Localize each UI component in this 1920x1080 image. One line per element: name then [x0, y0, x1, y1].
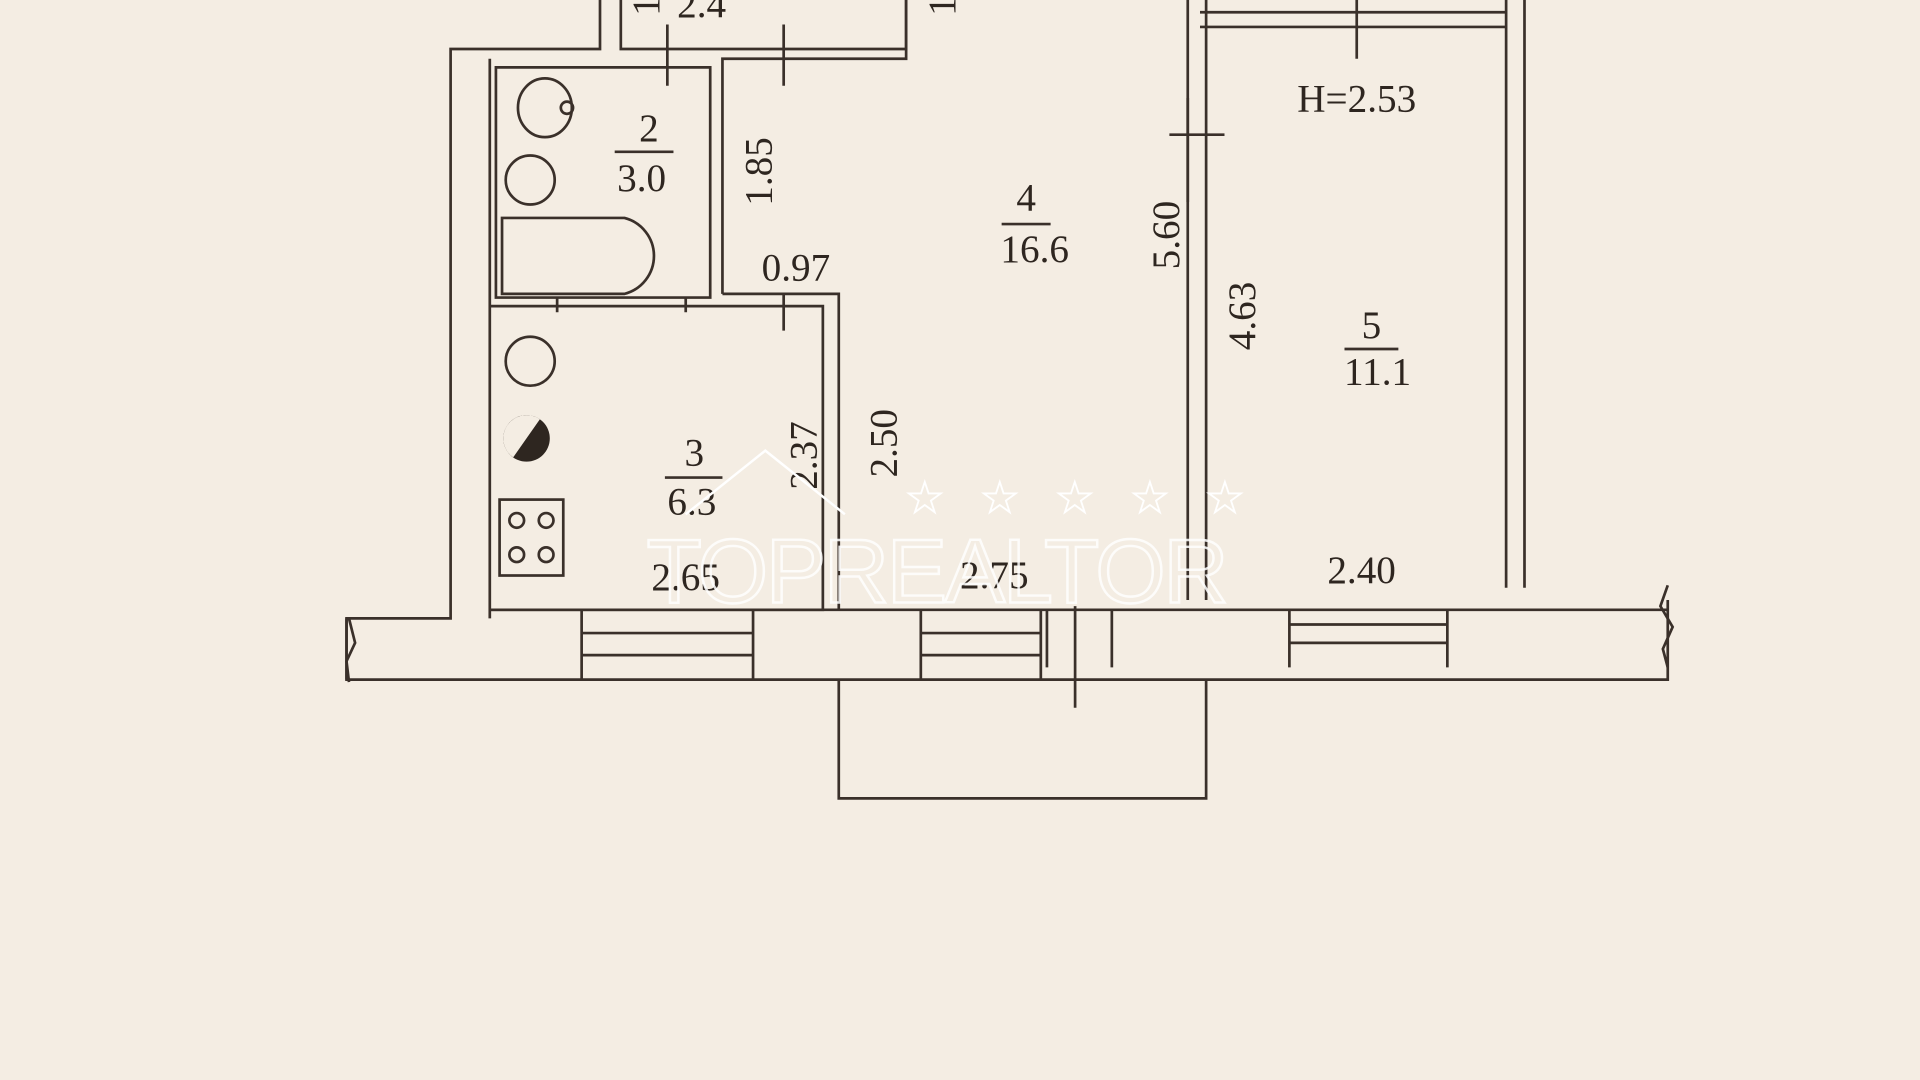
house-logo-icon [684, 449, 846, 516]
watermark: ★ ★ ★ ★ ★ TOPREALTOR [645, 449, 1256, 624]
stove-icon [498, 498, 565, 577]
svg-text:2.75: 2.75 [960, 554, 1029, 597]
svg-text:2.40: 2.40 [1327, 549, 1396, 592]
top-dim-right: 1 [921, 0, 964, 16]
top-dim-left: 1 [625, 0, 668, 16]
toilet-icon [516, 77, 574, 139]
room-3-label: 3 6.3 [664, 431, 723, 523]
kitchen-sink-icon [504, 335, 557, 388]
room-4-label: 4 16.6 [1000, 177, 1069, 271]
room-2-label: 2 3.0 [614, 107, 674, 200]
svg-text:★ ★ ★ ★ ★: ★ ★ ★ ★ ★ [906, 473, 1256, 522]
svg-text:0.97: 0.97 [762, 246, 831, 289]
svg-text:11.1: 11.1 [1344, 350, 1411, 393]
room-5-label: 5 11.1 [1344, 304, 1411, 394]
dimensions: 1.85 0.97 5.60 4.63 2.50 2.37 2.65 2.75 … [651, 137, 1395, 599]
sink-icon [504, 154, 557, 206]
bathtub-icon [500, 216, 656, 296]
ceiling-height: H=2.53 [1297, 77, 1416, 120]
svg-text:1.85: 1.85 [737, 137, 780, 206]
top-room-area: 2.4 [677, 0, 726, 26]
svg-text:16.6: 16.6 [1000, 228, 1069, 271]
svg-text:3: 3 [684, 431, 704, 474]
svg-text:3.0: 3.0 [617, 157, 666, 200]
fixtures [498, 77, 656, 577]
svg-text:2.37: 2.37 [783, 421, 826, 490]
svg-text:TOPREALTOR: TOPREALTOR [647, 521, 1227, 622]
svg-text:5: 5 [1362, 304, 1382, 347]
svg-text:6.3: 6.3 [667, 480, 716, 523]
walls [345, 0, 1675, 800]
svg-text:2: 2 [639, 107, 659, 150]
svg-text:2.50: 2.50 [862, 409, 905, 478]
svg-text:5.60: 5.60 [1145, 201, 1188, 270]
svg-text:2.65: 2.65 [651, 556, 720, 599]
svg-text:4: 4 [1016, 177, 1036, 220]
svg-text:4.63: 4.63 [1221, 282, 1264, 351]
